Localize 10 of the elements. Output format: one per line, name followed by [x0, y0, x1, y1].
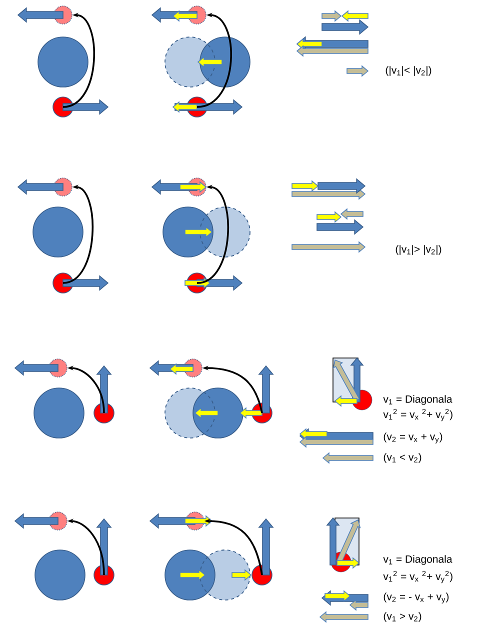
formula-label: (v$_{1}$ > v$_{2}$): [384, 612, 422, 622]
formula-label: (|v$_{1}$|< |v$_{2}$|): [386, 66, 432, 76]
formula-label: v$_{1}$ = Diagonala: [383, 395, 452, 405]
formula-label: v$_{1}$ = Diagonala: [383, 555, 452, 565]
formula-label: (v$_{1}$ < v$_{2}$): [384, 453, 422, 463]
formula-label: (v$_{2}$ = - v$_{x}$ + v$_{y}$): [384, 592, 449, 604]
formula-label: (v$_{2}$ = v$_{x}$ + v$_{y}$): [384, 432, 442, 444]
formula-label: v$_{1}$$^{2}$ = v$_{x}$ $^{2}$+ v$_{y}$$^{2}$): [383, 570, 452, 584]
formula-label: (|v$_{1}$|> |v$_{2}$|): [396, 245, 442, 255]
formula-label: v$_{1}$$^{2}$ = v$_{x}$ $^{2}$+ v$_{y}$$^{2}$): [383, 408, 452, 422]
